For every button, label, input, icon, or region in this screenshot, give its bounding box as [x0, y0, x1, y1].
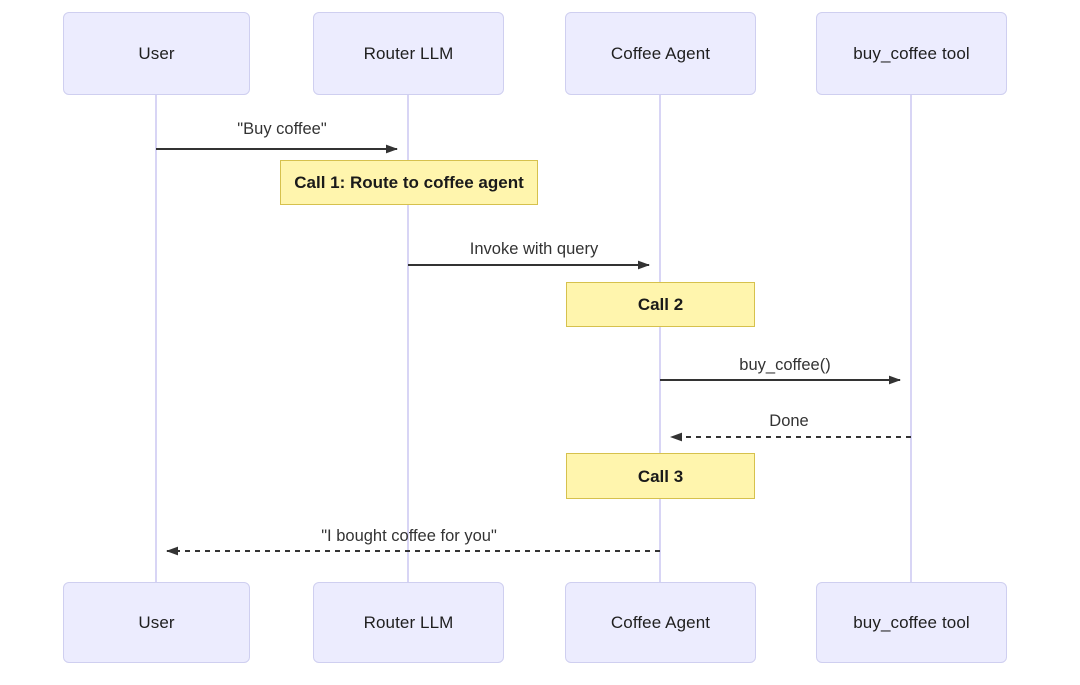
- note-label-n2: Call 2: [637, 295, 684, 314]
- participant-user-bottom[interactable]: User: [63, 582, 250, 663]
- note-n1-over-router[interactable]: Call 1: Route to coffee agent: [280, 160, 538, 205]
- note-label-n3: Call 3: [637, 466, 684, 486]
- participant-label-tool-bottom: buy_coffee tool: [853, 613, 970, 632]
- participant-label-tool-top: buy_coffee tool: [853, 44, 970, 63]
- note-n3-over-agent[interactable]: Call 3: [566, 453, 755, 499]
- participant-label-agent-bottom: Coffee Agent: [610, 613, 711, 632]
- participant-label-agent-top: Coffee Agent: [610, 44, 711, 63]
- participant-label-router-top: Router LLM: [363, 44, 454, 63]
- participant-user-top[interactable]: User: [63, 12, 250, 95]
- message-arrows-group: [156, 144, 911, 556]
- participant-agent-bottom[interactable]: Coffee Agent: [565, 582, 756, 663]
- participant-label-user-top: User: [138, 44, 175, 63]
- note-n2-over-agent[interactable]: Call 2: [566, 282, 755, 327]
- note-label-n1: Call 1: Route to coffee agent: [294, 173, 524, 192]
- message-label-m5: "I bought coffee for you": [321, 527, 497, 545]
- participant-agent-top[interactable]: Coffee Agent: [565, 12, 756, 95]
- message-label-m3: buy_coffee(): [739, 356, 831, 374]
- participant-router-top[interactable]: Router LLM: [313, 12, 504, 95]
- message-label-m4: Done: [769, 412, 809, 430]
- participant-router-bottom[interactable]: Router LLM: [313, 582, 504, 663]
- participant-tool-top[interactable]: buy_coffee tool: [816, 12, 1007, 95]
- participant-label-router-bottom: Router LLM: [363, 613, 454, 632]
- message-label-m1: "Buy coffee": [237, 120, 327, 138]
- message-label-m2: Invoke with query: [469, 240, 599, 258]
- participant-label-user-bottom: User: [138, 613, 175, 632]
- participant-tool-bottom[interactable]: buy_coffee tool: [816, 582, 1007, 663]
